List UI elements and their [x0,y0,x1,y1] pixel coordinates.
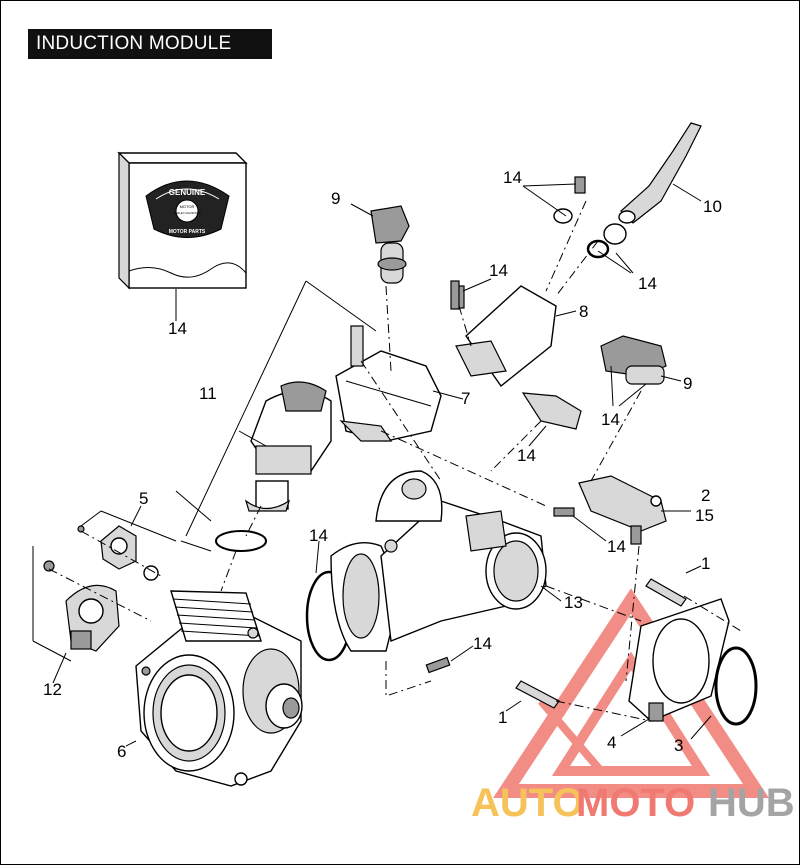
callout-8: 8 [579,302,588,321]
throttle-position-sensor [43,560,120,652]
callout-3: 3 [674,736,683,755]
logo-line3: HARLEY-DAVIDSON [173,211,201,215]
logo-line4: MOTOR PARTS [169,229,206,235]
callout-14-bottom: 14 [473,634,492,653]
callout-14-screw: 14 [489,261,508,280]
callout-7: 7 [461,389,470,408]
tps-sensor [77,525,159,581]
genuine-parts-logo-icon: GENUINE MOTOR HARLEY-DAVIDSON MOTOR PART… [145,180,230,238]
idle-air-control [238,381,332,512]
watermark-hub: HUB [708,781,795,825]
washer-icon [603,223,627,245]
oring-small-icon [586,239,610,259]
callout-13: 13 [564,593,583,612]
callout-14-sensor-screw: 14 [607,537,626,556]
fuel-supply-block [453,285,582,430]
map-sensor [578,475,667,545]
parts-kit-box: GENUINE MOTOR HARLEY-DAVIDSON MOTOR PART… [117,151,248,321]
watermark-auto: AUTO [471,781,584,825]
callout-14-oring: 14 [638,274,657,293]
callout-10: 10 [703,197,722,216]
callout-6: 6 [117,742,126,761]
throttle-body [135,590,303,787]
fuel-injector-top [370,205,410,284]
iac-oring [215,530,267,552]
intake-manifold [330,470,547,652]
page-title: INDUCTION MODULE [28,29,272,59]
fuel-hose [618,122,702,224]
injector-bracket [335,325,442,442]
clip-washer-icon [553,208,573,224]
callout-14-injector: 14 [601,410,620,429]
callout-9-right: 9 [683,374,692,393]
alignment-lines [48,200,742,722]
callout-15: 15 [695,506,714,525]
logo-line2: MOTOR [180,204,195,209]
flange-bolts [515,578,687,709]
watermark-text: AUTO MOTO HUB [471,781,795,825]
screw-top-icon [574,176,586,194]
callout-1-bottom: 1 [498,708,507,727]
manifold-flange [628,598,758,726]
callout-5: 5 [139,489,148,508]
screws [425,280,575,674]
fuel-injector-right [600,335,667,385]
callout-14-top: 14 [503,168,522,187]
callout-14-gasket: 14 [309,526,328,545]
callout-1-top: 1 [701,554,710,573]
callout-4: 4 [607,733,616,752]
callout-12: 12 [43,680,62,699]
callout-14-clip: 14 [517,446,536,465]
callout-11: 11 [199,384,217,403]
logo-line1: GENUINE [169,188,206,197]
callout-9-top: 9 [331,189,340,208]
callout-2: 2 [701,486,710,505]
watermark-moto: MOTO [576,781,695,825]
callout-14-kit: 14 [168,319,187,338]
leader-lines [32,183,712,747]
